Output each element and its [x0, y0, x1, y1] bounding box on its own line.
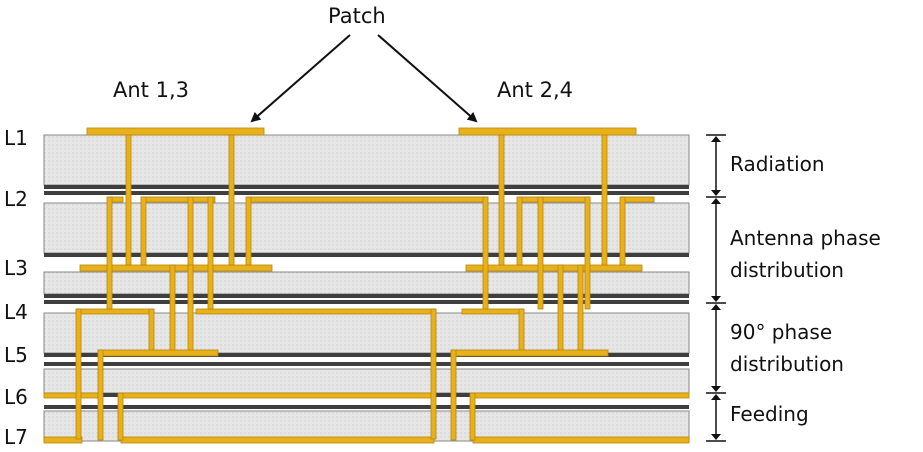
ant-left-label: Ant 1,3 [113, 78, 189, 102]
via [187, 264, 194, 351]
layer-label-l3: L3 [4, 256, 28, 280]
l2-trace-right-b [621, 196, 655, 203]
layer-label-l2: L2 [4, 187, 28, 211]
layer-label-l6: L6 [4, 385, 28, 409]
gold-traces [43, 127, 690, 444]
l6-trace-left [43, 392, 99, 399]
via [97, 349, 104, 441]
ground-l5-a [44, 353, 689, 357]
substrate-l2-l3 [43, 202, 690, 254]
via [557, 264, 564, 351]
arrow-to-right-patch [377, 34, 478, 123]
patch-arrows [250, 34, 478, 123]
via [430, 308, 437, 440]
l2-trace-left-b [142, 196, 216, 203]
substrate-l4-l5 [43, 312, 690, 354]
ant-right-label: Ant 2,4 [497, 78, 573, 102]
via [117, 392, 124, 441]
via [601, 134, 608, 266]
via [537, 196, 544, 310]
l4-trace-right [461, 308, 525, 315]
l4-trace-left [75, 308, 155, 315]
via [75, 308, 82, 440]
l6-trace-right [472, 392, 690, 399]
l4-trace-mid [195, 308, 437, 315]
l7-trace-left [43, 436, 83, 444]
via [577, 264, 584, 351]
l6-trace-mid [120, 392, 435, 399]
via [169, 264, 176, 351]
group-label-90-phase-line1: 90° phase [730, 320, 833, 344]
via [482, 196, 489, 310]
via [140, 196, 147, 266]
via [125, 134, 132, 266]
via [619, 196, 626, 266]
ground-l4-b [44, 300, 689, 304]
group-label-90-phase-line2: distribution [730, 352, 844, 376]
layer-label-l5: L5 [4, 343, 28, 367]
group-label-feeding: Feeding [730, 402, 809, 426]
l3-trace-left [79, 264, 273, 272]
substrate-l1-l2 [43, 134, 690, 186]
ground-l3 [44, 253, 689, 257]
l3-trace-right [465, 264, 643, 272]
l7-trace-mid [120, 436, 435, 444]
via [106, 196, 113, 310]
via [518, 308, 525, 351]
patch-label: Patch [328, 4, 386, 28]
via [516, 196, 523, 266]
ground-l2-a [44, 185, 689, 189]
layer-label-l7: L7 [4, 425, 28, 449]
l5-trace-left [97, 349, 219, 357]
l5-trace-right [450, 349, 609, 357]
ground-l5-b [44, 362, 689, 366]
ground-l4-a [44, 294, 689, 298]
via [469, 392, 476, 441]
via [498, 134, 505, 266]
ground-l6-b [44, 405, 689, 409]
layer-label-l4: L4 [4, 300, 28, 324]
arrow-to-left-patch [250, 34, 351, 123]
substrate-l5-l6 [43, 368, 690, 394]
group-label-radiation: Radiation [730, 152, 825, 176]
via [228, 134, 235, 266]
l2-trace-left-c [247, 196, 487, 203]
group-label-antenna-phase-line2: distribution [730, 258, 844, 282]
layer-label-l1: L1 [4, 126, 28, 150]
group-brackets [706, 134, 726, 442]
l2-trace-right-a [519, 196, 591, 203]
ground-l2-b [44, 191, 689, 195]
via [584, 196, 591, 310]
via [148, 308, 155, 351]
group-label-antenna-phase-line1: Antenna phase [730, 226, 881, 250]
via [450, 349, 457, 441]
patch-left [86, 127, 265, 136]
substrate-l3-l4 [43, 271, 690, 295]
l7-trace-right [472, 436, 690, 444]
via [245, 196, 252, 266]
substrate-l6-l7 [43, 410, 690, 442]
via [207, 196, 214, 310]
patch-right [458, 127, 637, 136]
